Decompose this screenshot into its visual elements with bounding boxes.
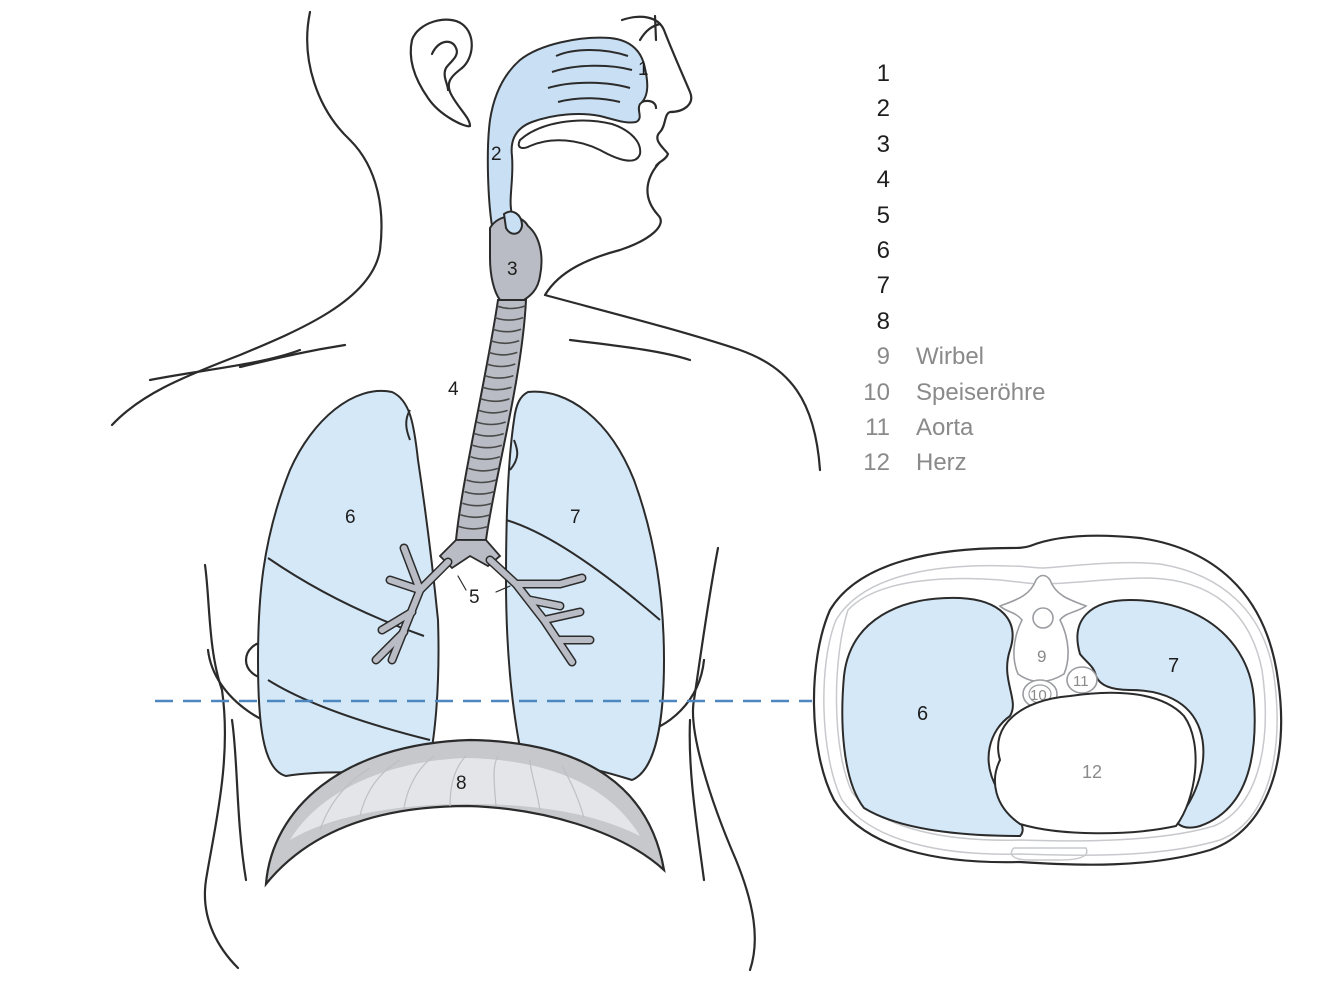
trachea-ring <box>478 409 508 414</box>
legend-row: 4 <box>850 162 1110 197</box>
legend-term: Herz <box>916 449 967 477</box>
legend-row: 1 <box>850 56 1110 91</box>
trachea-ring <box>494 316 524 321</box>
bronchial-tree <box>371 539 595 667</box>
legend-number: 10 <box>863 378 890 406</box>
lungs <box>257 389 665 781</box>
section-label-12: 12 <box>1082 762 1102 782</box>
section-label-9: 9 <box>1037 647 1046 666</box>
legend-number: 7 <box>876 272 890 300</box>
legend-row: 9 Wirbel <box>850 339 1110 374</box>
trachea-ring <box>462 502 493 507</box>
diaphragm <box>264 738 666 888</box>
section-label-10: 10 <box>1030 687 1047 704</box>
label-6: 6 <box>345 507 356 528</box>
section-label-group: 6 7 9 10 11 12 <box>917 647 1179 782</box>
body-labels: 1 2 3 4 5 6 7 8 <box>345 59 649 794</box>
trachea-ring <box>484 374 514 379</box>
legend-row: 7 <box>850 268 1110 303</box>
trachea-ring <box>468 467 499 472</box>
cross-section <box>812 534 1283 866</box>
trachea-ring <box>460 514 491 519</box>
legend-number: 3 <box>876 130 890 158</box>
legend-number: 4 <box>876 166 890 194</box>
legend-row: 8 <box>850 304 1110 339</box>
section-left-lung <box>841 596 1024 838</box>
section-label-11: 11 <box>1073 673 1089 690</box>
legend-number: 1 <box>876 60 890 87</box>
legend-number: 6 <box>876 236 890 264</box>
label-1: 1 <box>638 59 649 80</box>
larynx-trachea <box>454 210 543 541</box>
label-5: 5 <box>469 587 480 608</box>
trachea-ring <box>492 328 522 333</box>
legend-row: 10 Speiseröhre <box>850 375 1110 410</box>
trachea-ring <box>472 444 503 449</box>
left-lung <box>257 389 440 777</box>
trachea-ring <box>490 340 520 345</box>
legend-row: 6 <box>850 233 1110 268</box>
trachea-ring <box>470 456 501 461</box>
trachea-ring <box>486 363 516 368</box>
trachea-ring <box>458 525 489 530</box>
legend-term: Speiseröhre <box>916 378 1046 406</box>
section-label-7: 7 <box>1168 655 1179 677</box>
trachea-ring <box>480 398 510 403</box>
trachea-ring <box>464 490 495 495</box>
trachea-ring <box>466 479 497 484</box>
section-heart <box>993 691 1197 835</box>
upper-airway <box>486 36 649 232</box>
label-8: 8 <box>456 773 467 794</box>
legend-number: 2 <box>876 95 890 123</box>
legend-row: 3 <box>850 127 1110 162</box>
legend-row: 11 Aorta <box>850 410 1110 445</box>
section-label-6: 6 <box>917 703 928 725</box>
label-4: 4 <box>448 379 459 400</box>
legend-term: Aorta <box>916 413 974 441</box>
legend-number: 8 <box>876 307 890 335</box>
trachea-ring <box>476 421 506 426</box>
label-7: 7 <box>570 507 581 528</box>
label-3: 3 <box>507 259 518 280</box>
trachea-ring <box>482 386 512 391</box>
legend-term: Wirbel <box>916 343 985 371</box>
section-right-lung <box>1076 598 1256 829</box>
legend-number: 9 <box>876 343 890 371</box>
legend-row: 12 Herz <box>850 445 1110 480</box>
legend-number: 11 <box>865 413 890 441</box>
trachea-ring <box>488 351 518 356</box>
legend-number: 5 <box>876 201 890 229</box>
label-2: 2 <box>491 144 502 165</box>
legend-number: 12 <box>863 449 890 477</box>
legend-row: 2 <box>850 91 1110 126</box>
legend-row: 5 <box>850 198 1110 233</box>
trachea-ring <box>496 305 526 310</box>
trachea-ring <box>474 432 504 437</box>
